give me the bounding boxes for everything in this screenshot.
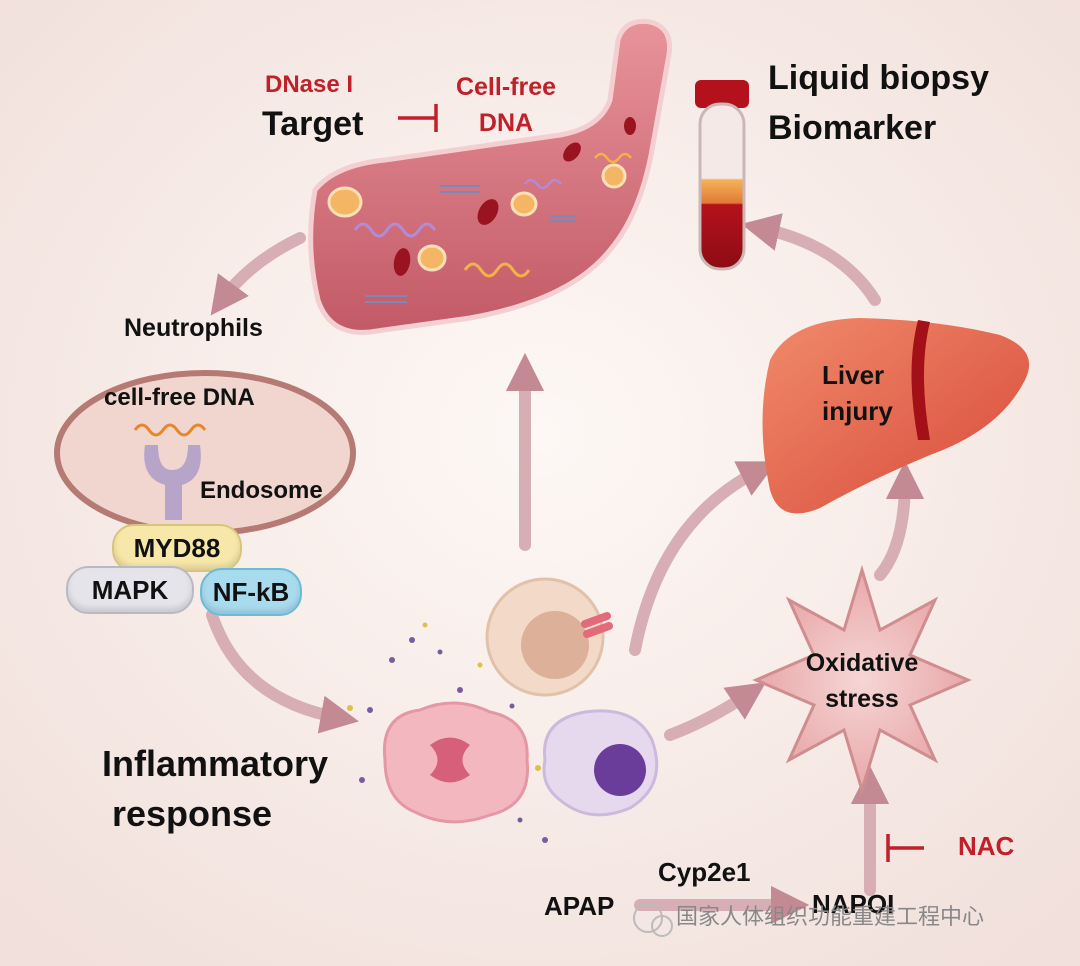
blood-tube bbox=[695, 80, 749, 271]
neutrophils-label: Neutrophils bbox=[124, 314, 263, 342]
nfkb-pill: NF-kB bbox=[200, 568, 302, 616]
dnase-inhibit-symbol bbox=[398, 104, 438, 132]
cfdna-label-line1: Cell-free bbox=[455, 73, 557, 101]
stress-label-line2: stress bbox=[825, 685, 899, 713]
wechat-icon bbox=[633, 903, 673, 937]
mapk-pill: MAPK bbox=[66, 566, 194, 614]
target-label: Target bbox=[262, 105, 364, 143]
biomarker-label: Biomarker bbox=[768, 109, 937, 147]
endosome-label: Endosome bbox=[200, 477, 323, 504]
napqi-label: NAPQI bbox=[812, 890, 895, 914]
arrow-neutrophils-to-inflammation bbox=[206, 609, 359, 734]
arrow-stress-to-liver bbox=[874, 460, 925, 581]
cyp2e1-label: Cyp2e1 bbox=[658, 857, 751, 887]
liquid-biopsy-label: Liquid biopsy bbox=[768, 59, 989, 97]
arrow-cells-to-liver bbox=[629, 461, 778, 656]
inflammatory-label: Inflammatory bbox=[102, 743, 329, 784]
blood-vessel bbox=[308, 18, 672, 335]
nac-label: NAC bbox=[958, 831, 1015, 861]
arrow-liver-to-biopsy bbox=[741, 213, 881, 306]
dnase-label: DNase I bbox=[265, 71, 354, 98]
cfdna-label-line2: DNA bbox=[478, 109, 534, 137]
neutrophil-cell bbox=[54, 370, 356, 536]
oxidative-stress-star bbox=[752, 564, 972, 796]
myd88-pill: MYD88 bbox=[112, 524, 242, 572]
stress-label-line1: Oxidative bbox=[805, 649, 919, 677]
liver bbox=[762, 318, 1030, 514]
flow-arrows bbox=[206, 213, 925, 925]
inflammatory-cells bbox=[347, 577, 659, 843]
liver-label-line2: injury bbox=[822, 396, 893, 426]
nac-inhibit-symbol bbox=[886, 834, 924, 862]
liver-label-line1: Liver bbox=[822, 360, 885, 390]
receptor-icon bbox=[144, 445, 201, 520]
watermark-text: 国家人体组织功能重建工程中心 bbox=[676, 905, 985, 930]
cell-free-dna-label: cell-free DNA bbox=[104, 384, 255, 411]
response-label: response bbox=[112, 793, 273, 834]
inhibitors bbox=[398, 104, 924, 862]
apap-label: APAP bbox=[544, 891, 615, 921]
arrow-vessel-to-neutrophils bbox=[210, 232, 306, 316]
arrow-cells-to-stress bbox=[664, 682, 766, 741]
